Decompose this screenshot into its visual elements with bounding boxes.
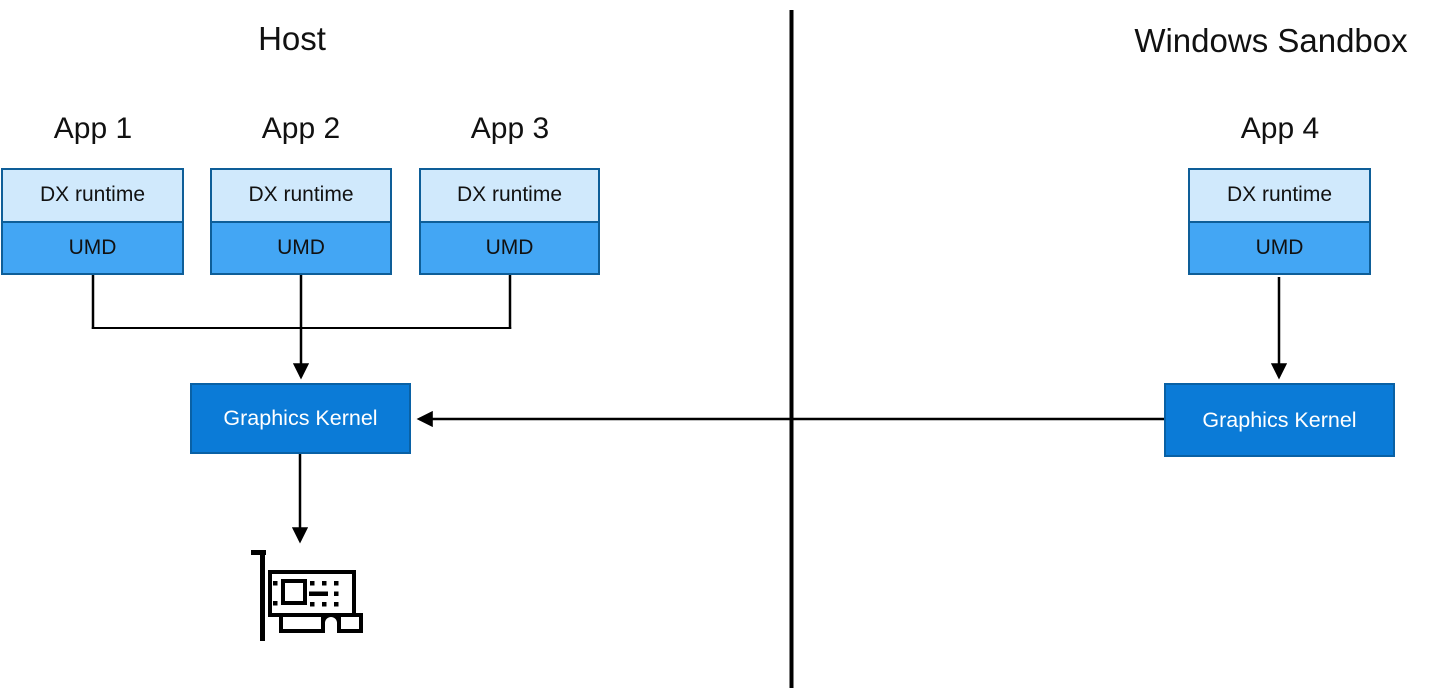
sandbox-graphics-kernel-box: Graphics Kernel [1164, 383, 1395, 457]
app2-umd-layer: UMD [212, 222, 390, 273]
app2-title: App 2 [261, 112, 341, 145]
sandbox-graphics-kernel-label: Graphics Kernel [1202, 407, 1357, 432]
app3-stack: DX runtime UMD [419, 168, 600, 275]
host-panel-title: Host [258, 20, 326, 57]
app4-dx-runtime-layer: DX runtime [1190, 170, 1369, 223]
app1-stack: DX runtime UMD [1, 168, 184, 275]
app1-dx-runtime-layer: DX runtime [3, 170, 182, 223]
app4-stack: DX runtime UMD [1188, 168, 1371, 275]
sandbox-panel-title: Windows Sandbox [1134, 22, 1408, 59]
app3-dx-runtime-layer: DX runtime [421, 170, 598, 223]
app1-title: App 1 [53, 112, 133, 145]
app1-umd-layer: UMD [3, 222, 182, 273]
host-graphics-kernel-label: Graphics Kernel [223, 406, 378, 430]
app4-umd-layer: UMD [1190, 222, 1369, 273]
host-graphics-kernel-box: Graphics Kernel [190, 383, 411, 454]
app2-dx-runtime-layer: DX runtime [212, 170, 390, 223]
app2-stack: DX runtime UMD [210, 168, 392, 275]
app4-title: App 4 [1240, 112, 1320, 145]
app3-title: App 3 [470, 112, 550, 145]
graphics-card-icon [251, 550, 363, 641]
app3-umd-layer: UMD [421, 222, 598, 273]
